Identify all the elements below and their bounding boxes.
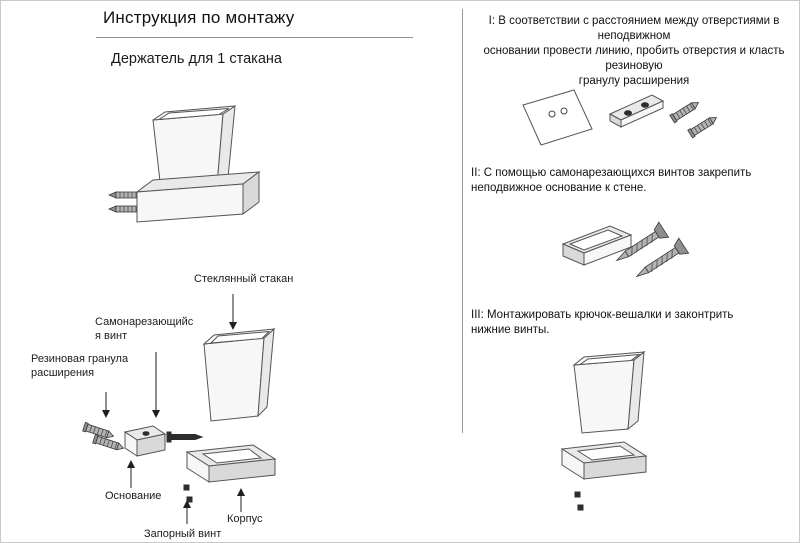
tapping-screw-icon — [635, 237, 690, 278]
base-part-icon — [123, 425, 167, 457]
step-1-text: I: В соответствии с расстоянием между от… — [483, 15, 785, 87]
step-2-drawing — [561, 221, 690, 278]
glass-cup-icon — [152, 104, 236, 191]
holder-ring-icon — [560, 441, 648, 480]
exploded-view-drawing — [82, 294, 277, 524]
rubber-plug-icon — [687, 117, 718, 139]
product-title: Держатель для 1 стакана — [111, 51, 282, 67]
page-title: Инструкция по монтажу — [103, 8, 295, 27]
wall-plate-icon — [522, 89, 593, 146]
label-glass-cup: Стеклянный стакан — [194, 273, 294, 285]
lock-screws-icon — [183, 484, 193, 503]
holder-ring-icon — [185, 444, 277, 483]
step-1-drawing — [522, 89, 718, 146]
title-underline — [96, 37, 413, 38]
label-tapping-screw: Самонарезающийс я винт — [95, 316, 194, 343]
holder-body-icon — [135, 171, 261, 223]
label-body: Корпус — [227, 513, 263, 525]
fixed-base-icon — [608, 94, 665, 128]
rubber-plug-icon — [92, 433, 125, 451]
lock-screws-icon — [574, 491, 584, 511]
step-2-text: II: С помощью самонарезающихся винтов за… — [471, 167, 752, 194]
step-3-drawing — [560, 350, 648, 511]
label-rubber-plug: Резиновая гранула расширения — [31, 353, 129, 380]
label-arrows — [102, 294, 245, 524]
label-lock-screw: Запорный винт — [144, 528, 222, 540]
rubber-plug-icon — [82, 421, 115, 439]
fixed-base-icon — [561, 225, 633, 266]
glass-cup-icon — [572, 350, 646, 434]
assembled-product-drawing — [107, 104, 261, 223]
tapping-screw-icon — [166, 431, 204, 443]
rubber-plug-icon — [669, 102, 700, 124]
label-base: Основание — [105, 490, 162, 502]
column-divider — [462, 9, 463, 433]
step-3-text: III: Монтажировать крючок-вешалки и зако… — [471, 309, 734, 336]
tapping-screw-icon — [615, 221, 670, 262]
glass-cup-icon — [202, 327, 276, 422]
